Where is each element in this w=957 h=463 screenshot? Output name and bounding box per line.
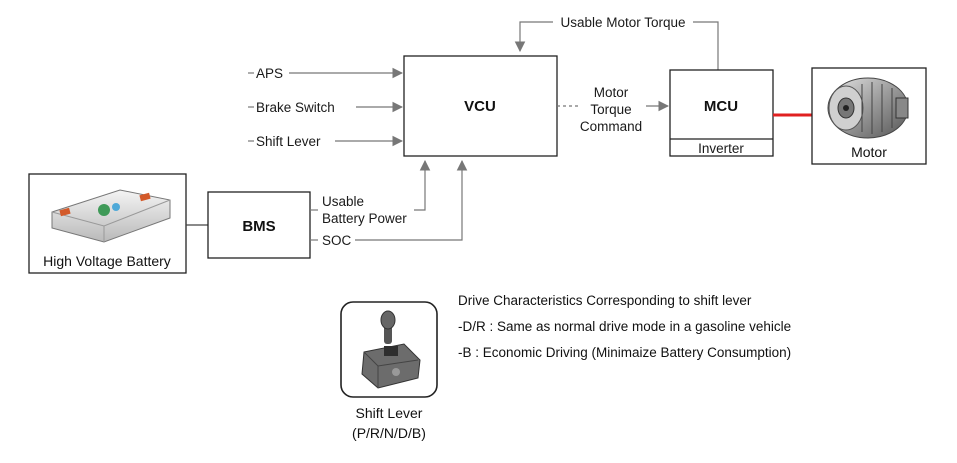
- motor-torque-command-line2: Torque: [590, 102, 631, 117]
- mcu-label: MCU: [704, 98, 738, 115]
- drive-characteristics-title: Drive Characteristics Corresponding to s…: [458, 293, 752, 308]
- shift-lever-caption-line1: Shift Lever: [356, 405, 423, 421]
- shift-lever-caption-line2: (P/R/N/D/B): [352, 425, 426, 441]
- aps-label: APS: [256, 66, 283, 81]
- soc-label: SOC: [322, 233, 352, 248]
- motor-torque-command-line: Motor Torque Command: [557, 85, 670, 134]
- usable-battery-power-line1: Usable: [322, 194, 364, 209]
- inverter-label: Inverter: [698, 141, 744, 156]
- vcu-label: VCU: [464, 98, 496, 115]
- shift-lever-input-label: Shift Lever: [256, 134, 321, 149]
- usable-battery-power-line: Usable Battery Power: [310, 159, 431, 226]
- shift-lever-image: [361, 310, 421, 389]
- motor-torque-command-line3: Command: [580, 119, 642, 134]
- battery-pack-image: [51, 189, 171, 243]
- usable-motor-torque-label: Usable Motor Torque: [560, 15, 685, 30]
- drive-characteristics-b: -B : Economic Driving (Minimaize Battery…: [458, 345, 791, 360]
- usable-battery-power-line2: Battery Power: [322, 211, 407, 226]
- soc-line: SOC: [310, 159, 468, 248]
- drive-characteristics-dr: -D/R : Same as normal drive mode in a ga…: [458, 319, 791, 334]
- bms-block: [207, 191, 311, 259]
- usable-motor-torque-line: Usable Motor Torque: [514, 15, 719, 70]
- shift-lever-input: Shift Lever: [248, 134, 404, 149]
- vcu-block: [403, 55, 558, 157]
- aps-input: APS: [248, 66, 404, 81]
- bms-label: BMS: [242, 218, 275, 235]
- electric-motor-image: [827, 77, 909, 139]
- motor-torque-command-line1: Motor: [594, 85, 629, 100]
- mcu-block: [669, 69, 774, 157]
- brake-switch-input: Brake Switch: [248, 100, 404, 115]
- motor-label: Motor: [851, 144, 887, 160]
- brake-switch-label: Brake Switch: [256, 100, 335, 115]
- battery-label: High Voltage Battery: [43, 253, 171, 269]
